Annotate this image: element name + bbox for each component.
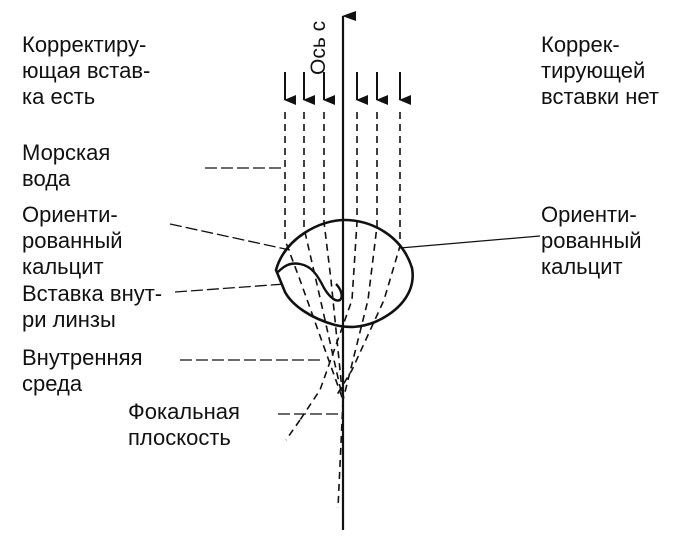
- label-corrector-present: Корректиру- ющая встав- ка есть: [22, 32, 150, 110]
- label-line: Корректиру-: [22, 32, 147, 57]
- label-line: ри линзы: [22, 307, 116, 332]
- label-line: вставки нет: [541, 84, 659, 109]
- ray-right-2: [342, 112, 378, 401]
- leader-lines: [169, 167, 343, 415]
- leader-calcite-left: [169, 223, 291, 251]
- c-axis-label: Ось с: [307, 21, 330, 75]
- ray-left-2: [303, 112, 344, 401]
- ray-left-1: [284, 112, 344, 401]
- label-line: рованный: [22, 228, 123, 253]
- label-line: плоскость: [128, 425, 231, 450]
- label-line: тирующей: [541, 58, 646, 83]
- label-inner-medium: Внутренняя среда: [22, 345, 143, 397]
- label-sea-water: Морская вода: [22, 140, 110, 192]
- label-line: кальцит: [541, 254, 623, 279]
- label-line: Морская: [22, 140, 111, 165]
- ray-paths: [284, 112, 401, 509]
- label-line: среда: [22, 371, 83, 396]
- ray-focus-tail-1: [337, 399, 344, 509]
- label-line: рованный: [541, 228, 642, 253]
- label-oriented-calcite-right: Ориенти- рованный кальцит: [541, 202, 642, 280]
- leader-insert: [174, 283, 286, 293]
- corrector-insert: [277, 262, 343, 302]
- incident-arrows: [284, 72, 411, 105]
- ray-focus-tail-2: [285, 419, 301, 441]
- label-focal-plane: Фокальная плоскость: [128, 399, 240, 451]
- label-line: ка есть: [22, 84, 96, 109]
- label-line: ющая встав-: [22, 58, 151, 83]
- lens-outline: [274, 218, 414, 329]
- ray-right-1: [299, 112, 358, 421]
- label-insert-inside-lens: Вставка внут- ри линзы: [22, 281, 162, 333]
- label-line: Вставка внут-: [22, 281, 163, 306]
- label-corrector-absent: Коррек- тирующей вставки нет: [541, 32, 659, 110]
- label-line: Ориенти-: [541, 202, 637, 227]
- label-line: Внутренняя: [22, 345, 143, 370]
- leader-calcite-right: [399, 235, 541, 249]
- label-oriented-calcite-left: Ориенти- рованный кальцит: [22, 202, 123, 280]
- label-line: кальцит: [22, 254, 104, 279]
- label-line: Фокальная: [128, 399, 240, 424]
- label-line: вода: [22, 166, 71, 191]
- label-line: Ориенти-: [22, 202, 118, 227]
- ray-right-3: [334, 112, 401, 399]
- label-line: Коррек-: [541, 32, 620, 57]
